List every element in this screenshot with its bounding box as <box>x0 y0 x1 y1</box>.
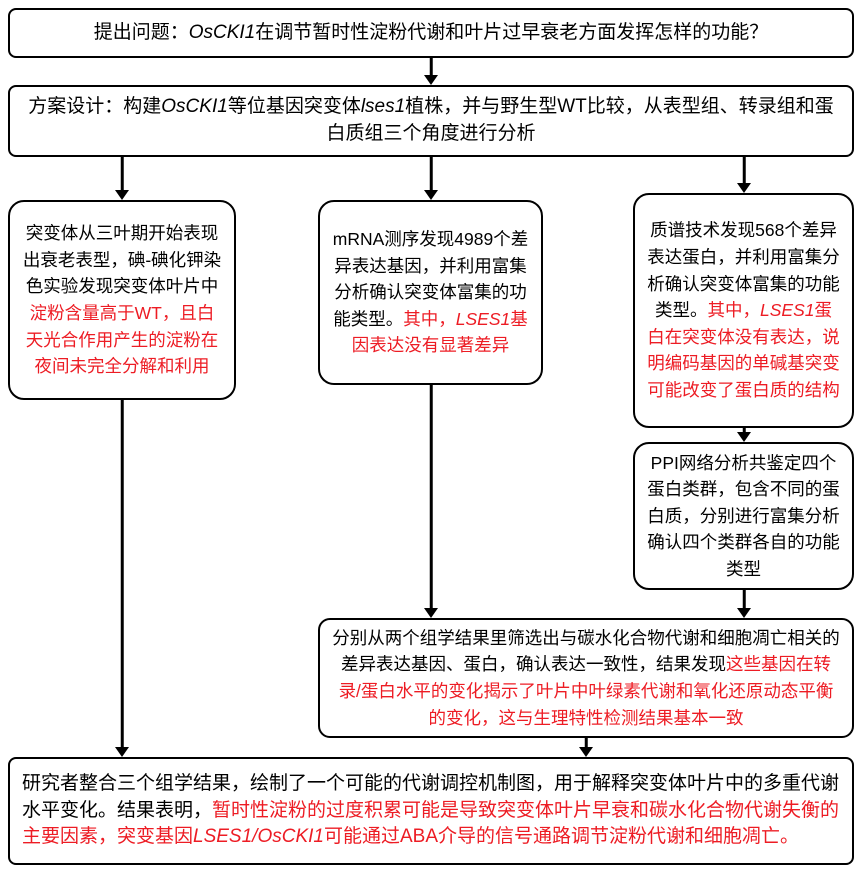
transcriptome-text: mRNA测序发现4989个差异表达基因，并利用富集分析确认突变体富集的功能类型。… <box>332 229 529 356</box>
arrow-proteome-to-ppi <box>736 428 752 442</box>
arrow-phenotype-to-conclusion <box>114 400 130 757</box>
arrow-stem <box>429 157 433 193</box>
proteome-text: 质谱技术发现568个差异表达蛋白，并利用富集分析确认突变体富集的功能类型。其中，… <box>647 220 840 400</box>
proteome-box: 质谱技术发现568个差异表达蛋白，并利用富集分析确认突变体富集的功能类型。其中，… <box>633 193 854 428</box>
design-text: 方案设计：构建OsCKI1等位基因突变体lses1植株，并与野生型WT比较，从表… <box>28 96 834 144</box>
conclusion-text: 研究者整合三个组学结果，绘制了一个可能的代谢调控机制图，用于解释突变体叶片中的多… <box>22 772 840 848</box>
arrow-stem <box>584 738 588 750</box>
arrow-design-to-phenotype <box>114 157 130 200</box>
arrow-integration-to-conclusion <box>578 738 594 757</box>
transcriptome-box: mRNA测序发现4989个差异表达基因，并利用富集分析确认突变体富集的功能类型。… <box>318 200 543 385</box>
arrow-head-icon <box>737 432 751 442</box>
arrow-head-icon <box>115 190 129 200</box>
question-text: 提出问题：OsCKI1在调节暂时性淀粉代谢和叶片过早衰老方面发挥怎样的功能？ <box>93 21 769 43</box>
design-box: 方案设计：构建OsCKI1等位基因突变体lses1植株，并与野生型WT比较，从表… <box>8 85 854 157</box>
arrow-ppi-to-integration <box>736 590 752 618</box>
conclusion-box: 研究者整合三个组学结果，绘制了一个可能的代谢调控机制图，用于解释突变体叶片中的多… <box>8 757 854 865</box>
arrow-head-icon <box>424 75 438 85</box>
arrow-head-icon <box>579 747 593 757</box>
arrow-head-icon <box>737 183 751 193</box>
ppi-text: PPI网络分析共鉴定四个蛋白类群，包含不同的蛋白质，分别进行富集分析确认四个类群… <box>647 452 840 579</box>
arrow-head-icon <box>115 747 129 757</box>
arrow-head-icon <box>424 608 438 618</box>
arrow-stem <box>742 590 746 611</box>
arrow-question-to-design <box>423 58 439 85</box>
arrow-stem <box>120 400 124 750</box>
phenotype-text: 突变体从三叶期开始表现出衰老表型，碘-碘化钾染色实验发现突变体叶片中淀粉含量高于… <box>22 223 222 377</box>
arrow-head-icon <box>737 608 751 618</box>
arrow-stem <box>742 428 746 435</box>
integration-box: 分别从两个组学结果里筛选出与碳水化合物代谢和细胞凋亡相关的差异表达基因、蛋白，确… <box>318 618 854 738</box>
question-box: 提出问题：OsCKI1在调节暂时性淀粉代谢和叶片过早衰老方面发挥怎样的功能？ <box>8 8 854 58</box>
arrow-stem <box>742 157 746 186</box>
arrow-stem <box>120 157 124 193</box>
arrow-design-to-proteome <box>736 157 752 193</box>
integration-text: 分别从两个组学结果里筛选出与碳水化合物代谢和细胞凋亡相关的差异表达基因、蛋白，确… <box>332 627 840 728</box>
phenotype-box: 突变体从三叶期开始表现出衰老表型，碘-碘化钾染色实验发现突变体叶片中淀粉含量高于… <box>8 200 236 400</box>
arrow-stem <box>429 58 433 78</box>
arrow-transcriptome-to-integration <box>423 385 439 618</box>
arrow-head-icon <box>424 190 438 200</box>
arrow-design-to-transcriptome <box>423 157 439 200</box>
arrow-stem <box>429 385 433 611</box>
ppi-box: PPI网络分析共鉴定四个蛋白类群，包含不同的蛋白质，分别进行富集分析确认四个类群… <box>633 442 854 590</box>
